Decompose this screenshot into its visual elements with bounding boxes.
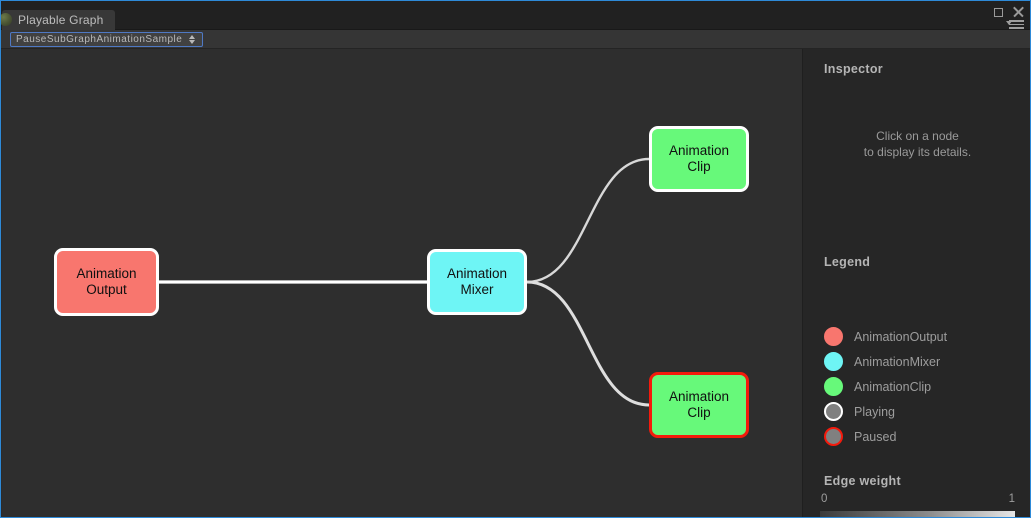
inspector-hint-line-1: Click on a node [876,129,959,143]
graph-node-label-line-1: Animation [76,265,137,281]
stepper-up-arrow [189,35,195,39]
tab-playable-graph[interactable]: Playable Graph [1,10,115,30]
legend-swatch-icon [824,377,843,396]
toolbar: PauseSubGraphAnimationSample [1,30,1030,49]
window-titlebar: Playable Graph [1,1,1030,30]
graph-node-label-line-1: Animation [668,142,730,158]
legend-item: AnimationClip [824,374,947,399]
graph-node-label-line-2: Clip [687,405,711,420]
graph-node-label-line-1: Animation [668,388,730,404]
stepper-down-arrow [189,40,195,44]
chevron-down-icon [1006,21,1012,25]
legend-item-label: AnimationClip [854,379,932,394]
edge-weight-gradient-bar [820,511,1015,517]
edge-weight-title: Edge weight [824,474,901,488]
graph-node-label-line-1: Animation [446,265,508,281]
tab-label: Playable Graph [18,13,104,27]
graph-selector-value: PauseSubGraphAnimationSample [16,34,183,45]
inspector-hint-line-2: to display its details. [863,144,972,159]
legend-item: Paused [824,424,947,449]
graph-edge-edge-clip-top-to-mixer [525,157,651,284]
menu-bar-3 [1009,20,1024,22]
inspector-empty-hint: Click on a node to display its details. [803,129,1030,161]
graph-node-label-line-2: Mixer [460,282,494,297]
legend-swatch-icon [824,352,843,371]
playable-graph-icon [1,13,12,26]
graph-edge-edge-clip-bottom-to-mixer [525,280,651,407]
legend-title: Legend [824,255,871,269]
legend-item: AnimationMixer [824,349,947,374]
legend-swatch-icon [824,327,843,346]
window-controls [994,6,1024,18]
graph-node-label-line-2: Output [86,282,127,297]
legend-item: Playing [824,399,947,424]
graph-node-label-line-2: Clip [687,159,711,174]
legend-swatch-icon [824,402,843,421]
menu-bar-1 [1009,23,1024,26]
side-panel: Inspector Click on a node to display its… [802,49,1030,517]
up-down-stepper-icon[interactable] [189,34,197,45]
legend-item-label: Paused [854,429,897,444]
legend-item-label: Playing [854,404,895,419]
graph-selector-dropdown[interactable]: PauseSubGraphAnimationSample [10,32,203,47]
legend-item-label: AnimationMixer [854,354,941,369]
inspector-title: Inspector [824,62,883,76]
legend-swatch-icon [824,427,843,446]
legend-item: AnimationOutput [824,324,947,349]
hamburger-menu-icon[interactable] [1006,20,1024,29]
edge-weight-min-label: 0 [821,493,828,505]
menu-bar-2 [1009,27,1024,29]
edge-weight-max-label: 1 [1008,493,1015,505]
maximize-icon[interactable] [994,7,1003,17]
close-icon[interactable] [1012,6,1024,18]
legend-item-label: AnimationOutput [854,329,948,344]
edge-layer [157,157,651,407]
